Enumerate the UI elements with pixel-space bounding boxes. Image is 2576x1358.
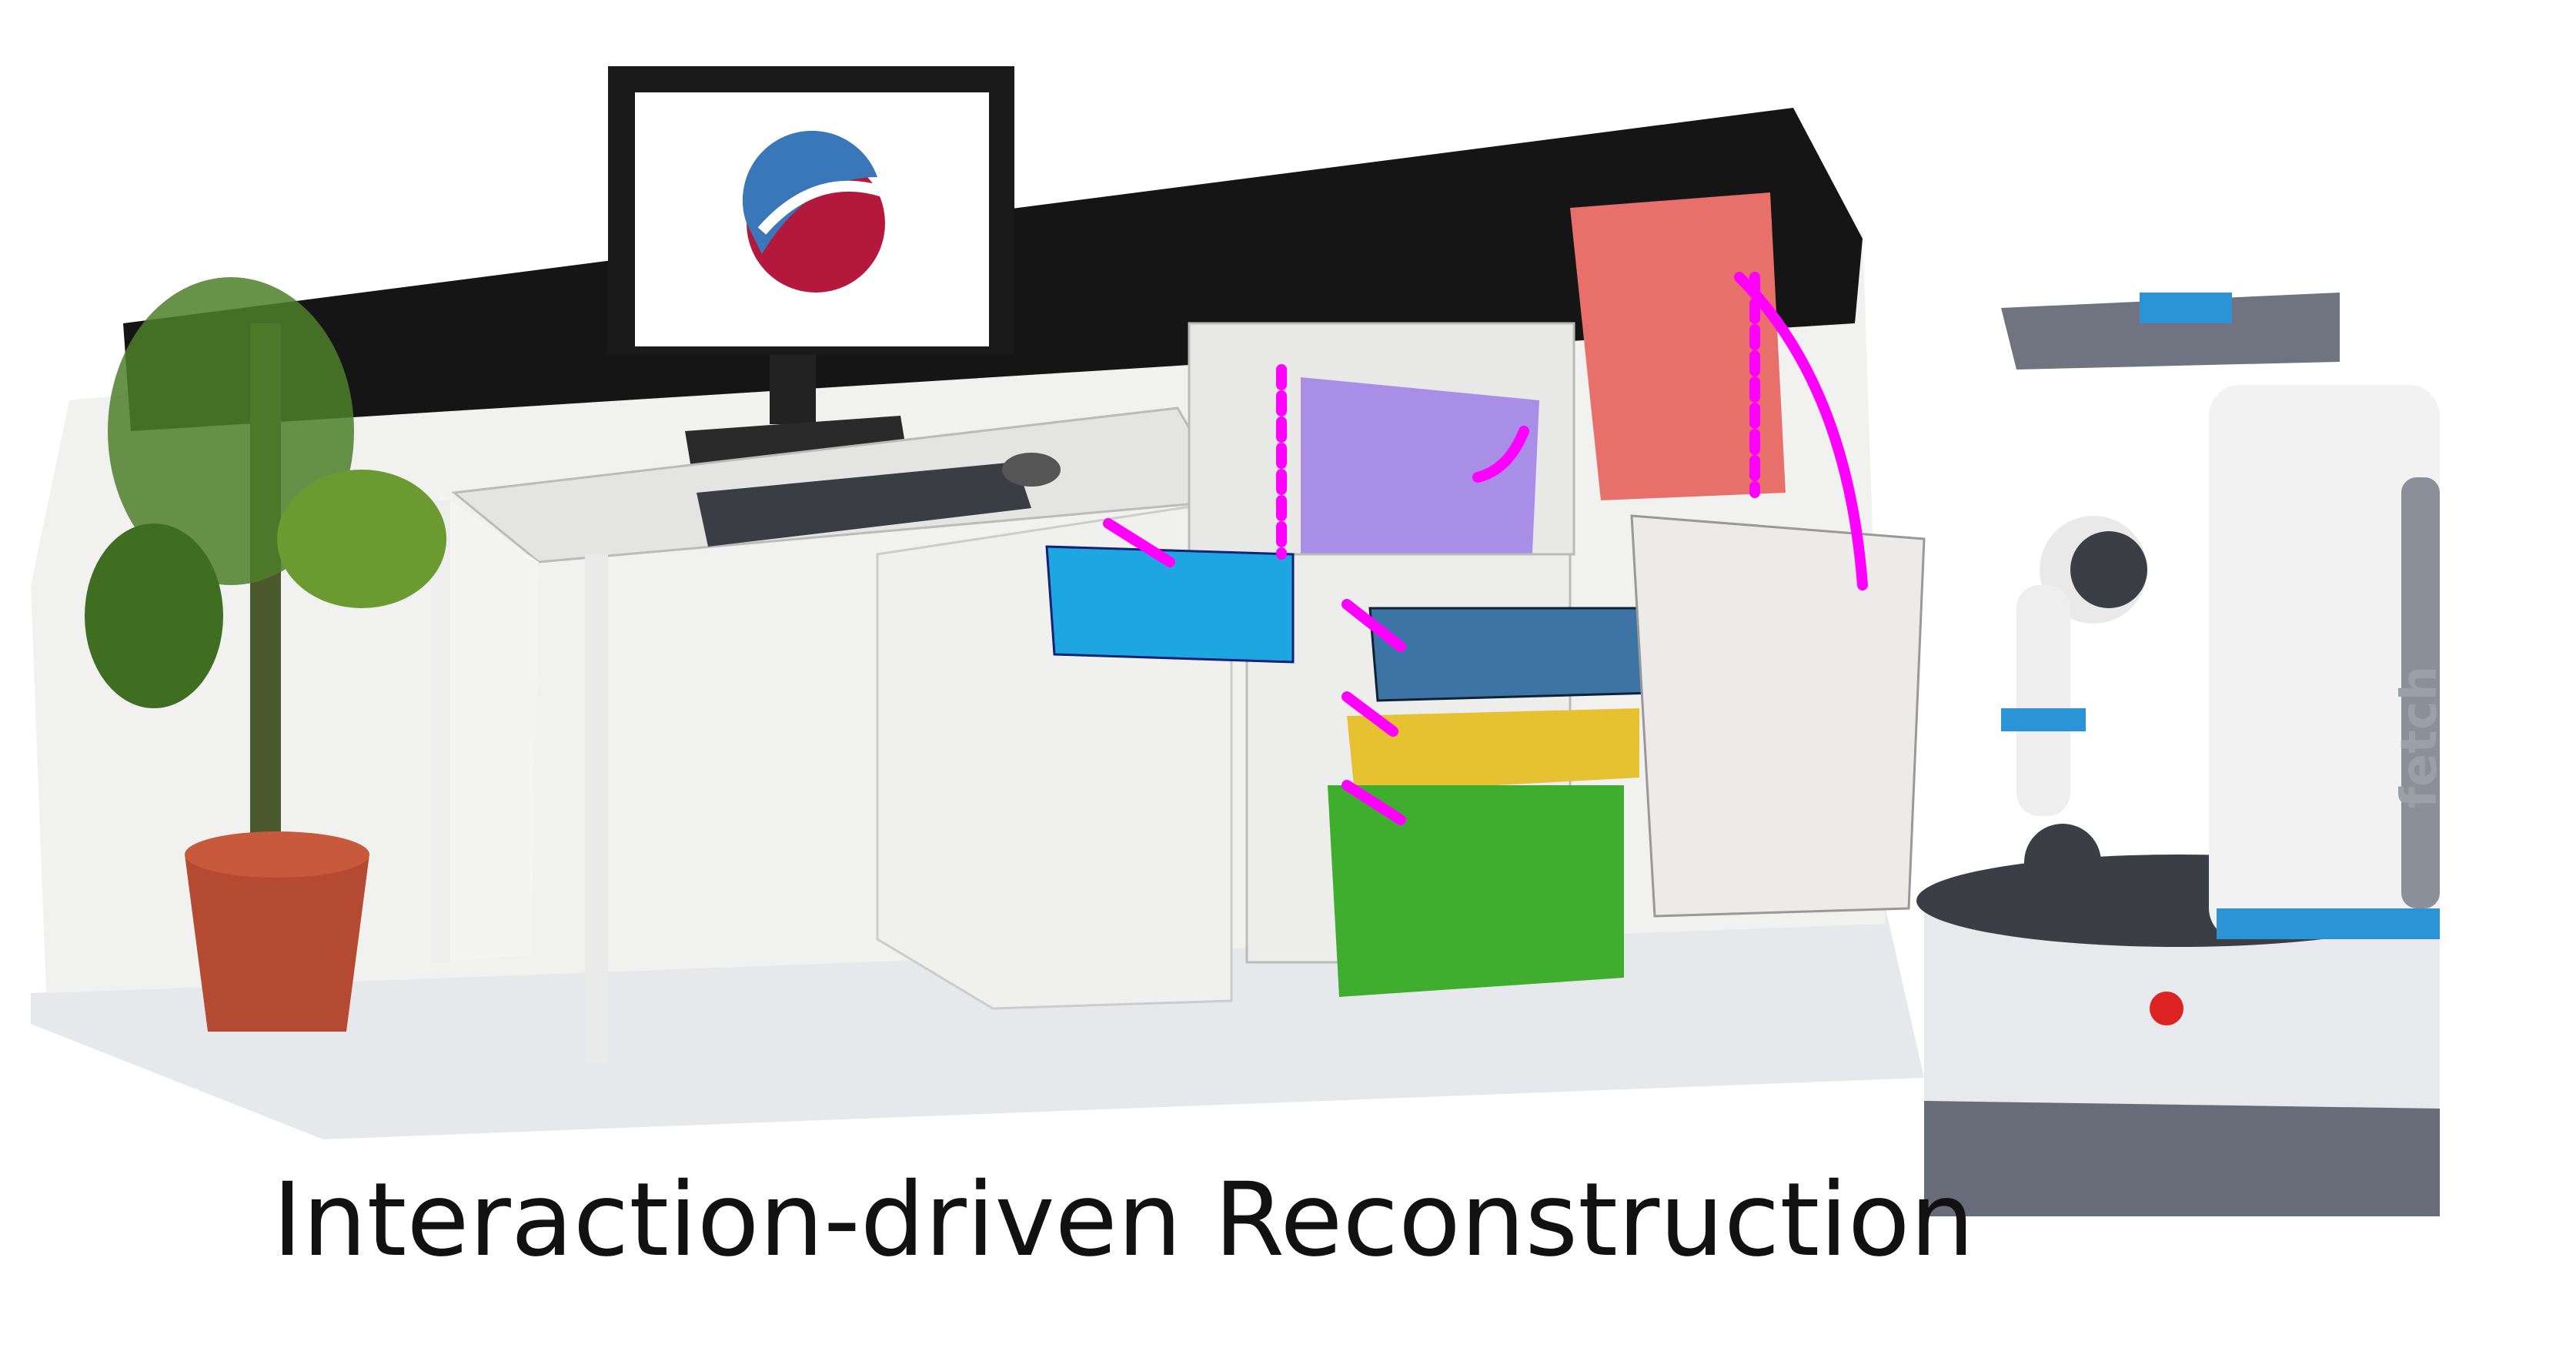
monitor-logo-icon <box>742 130 887 293</box>
robot-icon: fetch <box>1916 293 2448 1216</box>
plant-icon <box>85 277 446 1032</box>
bin <box>1630 514 1926 918</box>
purple-lid <box>1301 377 1539 570</box>
red-lid <box>1570 192 1786 500</box>
mouse-icon <box>1002 453 1061 487</box>
drawer-blue <box>1368 607 1656 702</box>
robot-brand-label: fetch <box>2391 666 2448 808</box>
drawer-green <box>1328 785 1624 997</box>
drawer-yellow <box>1347 708 1639 793</box>
keyboard-icon <box>697 462 1031 547</box>
figure-caption: Interaction-driven Reconstruction <box>272 1161 1974 1279</box>
drawer-light-blue <box>1045 545 1295 664</box>
motion-arrows <box>1103 272 1868 825</box>
monitor <box>608 66 1014 477</box>
